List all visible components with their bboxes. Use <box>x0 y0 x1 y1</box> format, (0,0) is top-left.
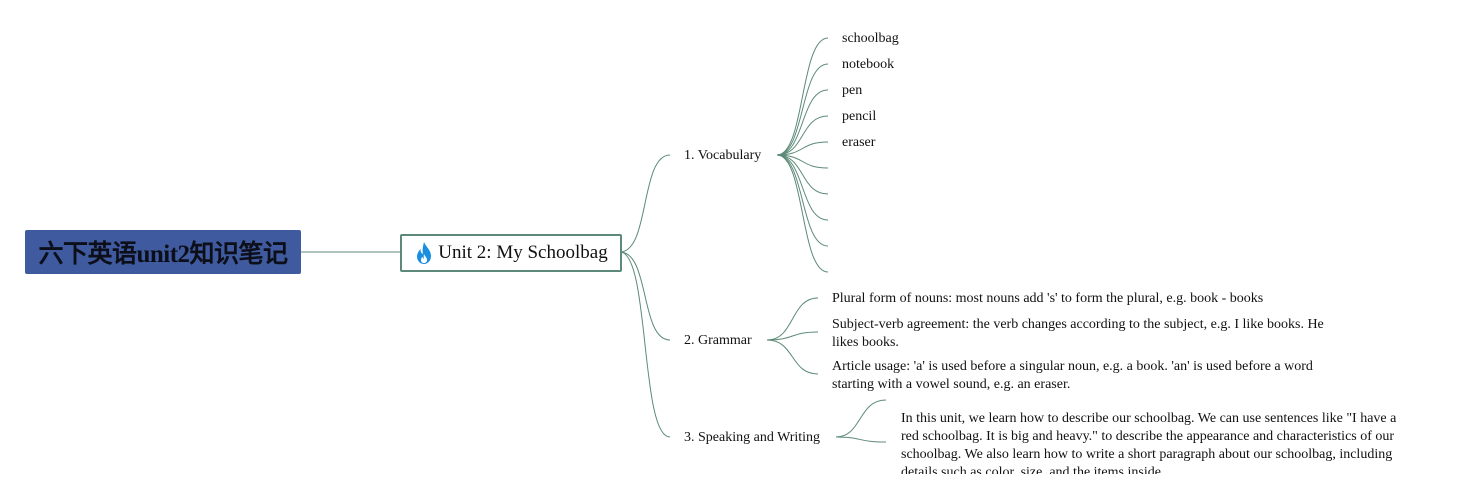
link-vocab-leaf <box>776 154 829 221</box>
link-speaking-leaf <box>835 436 887 443</box>
link-grammar-leaf <box>766 339 819 375</box>
vocab-item[interactable]: schoolbag <box>842 31 899 46</box>
vocab-item[interactable]: pen <box>842 83 863 98</box>
center-label: Unit 2: My Schoolbag <box>438 242 608 263</box>
root-label: 六下英语unit2知识笔记 <box>38 241 288 268</box>
link-center-grammar <box>619 251 671 341</box>
link-vocab-leaf <box>776 37 829 156</box>
center-topic-node[interactable]: Unit 2: My Schoolbag <box>400 234 622 272</box>
link-grammar-leaf <box>766 297 819 341</box>
link-vocab-leaf <box>776 115 829 156</box>
link-vocab-leaf <box>776 141 829 156</box>
link-center-vocabulary <box>619 154 671 253</box>
vocab-item[interactable]: eraser <box>842 135 876 150</box>
vocab-item[interactable]: notebook <box>842 57 895 72</box>
link-vocab-leaf <box>776 154 829 247</box>
grammar-item[interactable]: Article usage: 'a' is used before a sing… <box>832 359 1313 392</box>
branch-vocabulary[interactable]: 1. Vocabulary <box>684 148 762 163</box>
branch-grammar[interactable]: 2. Grammar <box>684 333 752 348</box>
link-grammar-leaf <box>766 331 819 341</box>
root-node[interactable]: 六下英语unit2知识笔记 <box>25 230 301 274</box>
link-vocab-leaf <box>776 154 829 169</box>
grammar-item[interactable]: Plural form of nouns: most nouns add 's'… <box>832 291 1264 306</box>
link-vocab-leaf <box>776 63 829 156</box>
vocab-item[interactable]: pencil <box>842 109 877 124</box>
speaking-writing-note[interactable]: In this unit, we learn how to describe o… <box>901 411 1397 474</box>
link-vocab-leaf <box>776 154 829 195</box>
fire-icon <box>414 241 434 265</box>
link-vocab-leaf <box>776 89 829 156</box>
grammar-item[interactable]: Subject-verb agreement: the verb changes… <box>832 317 1324 350</box>
branch-speaking-writing[interactable]: 3. Speaking and Writing <box>684 430 821 445</box>
link-vocab-leaf <box>776 154 829 273</box>
link-center-speaking <box>619 251 671 438</box>
link-speaking-leaf <box>835 399 887 438</box>
